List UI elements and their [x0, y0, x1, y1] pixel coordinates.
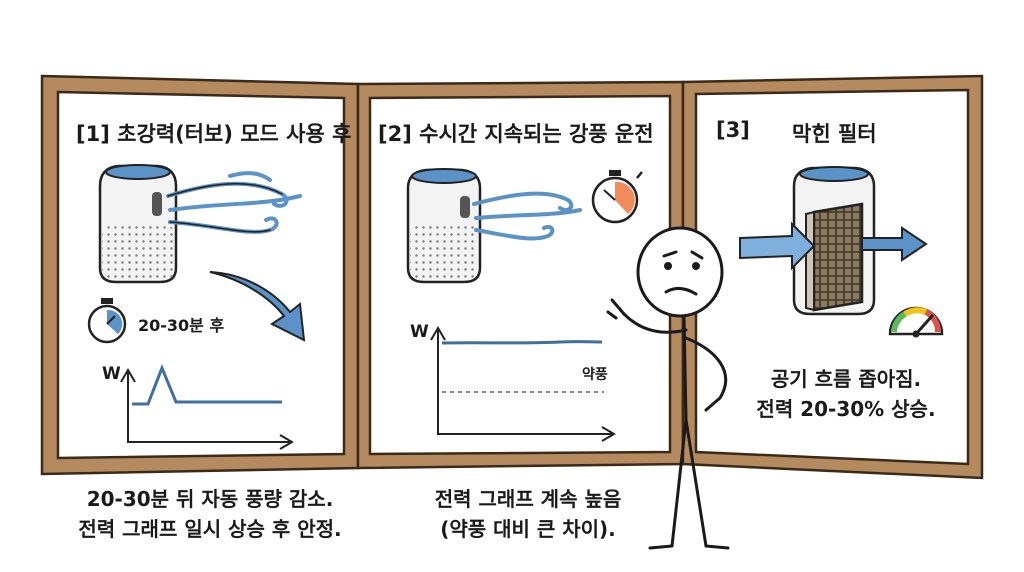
- panel-3-title: 막힌 필터: [792, 122, 877, 146]
- panel-2-title: [2] 수시간 지속되는 강풍 운전: [378, 122, 654, 146]
- wind-2-icon: [472, 191, 582, 241]
- panel-3-caption-line-2: 전력 20-30% 상승.: [756, 397, 936, 421]
- chart-1-y-arrow: [120, 368, 136, 383]
- chart-1: [120, 363, 294, 450]
- chart-1-axes: [127, 372, 290, 443]
- panel-3-number: [3]: [716, 118, 750, 142]
- chart-1-y-label: W: [102, 364, 121, 384]
- gauge-icon: [888, 306, 944, 338]
- purifier-1-icon: [98, 164, 178, 284]
- wind-1-outline: [167, 183, 283, 233]
- panel-2-caption-line-2: (약풍 대비 큰 차이).: [440, 517, 616, 541]
- stopwatch-2-icon: [591, 170, 643, 224]
- panel-1-timer-text: 20-30분 후: [138, 316, 225, 335]
- purifier-2-icon: [406, 168, 482, 284]
- chart-2-x-arrow: [601, 426, 616, 442]
- panel-1-caption-line-1: 20-30분 뒤 자동 풍량 감소.: [86, 487, 334, 511]
- inflow-arrow-icon: [739, 221, 816, 271]
- chart-1-x-arrow: [279, 434, 294, 450]
- chart-2-reference-label: 약풍: [582, 367, 608, 383]
- chart-2-axes: [437, 328, 612, 435]
- panel-1-caption-line-2: 전력 그래프 일시 상승 후 안정.: [78, 517, 342, 541]
- panel-3-caption-line-1: 공기 흐름 좁아짐.: [770, 367, 922, 391]
- chart-2: [430, 326, 616, 442]
- chart-2-y-label: W: [410, 322, 429, 342]
- filter-icon: [805, 202, 864, 312]
- panel-1-title: [1] 초강력(터보) 모드 사용 후: [76, 122, 352, 146]
- panel-2-caption-line-1: 전력 그래프 계속 높음: [434, 487, 622, 511]
- stopwatch-1-icon: [87, 298, 127, 344]
- chart-2-power-line: [441, 340, 603, 345]
- stick-figure-icon: [606, 226, 730, 550]
- chart-2-y-arrow: [430, 326, 446, 341]
- chart-1-power-line: [132, 363, 282, 406]
- outflow-arrow-icon: [861, 226, 928, 262]
- down-arrow-icon: [209, 271, 306, 342]
